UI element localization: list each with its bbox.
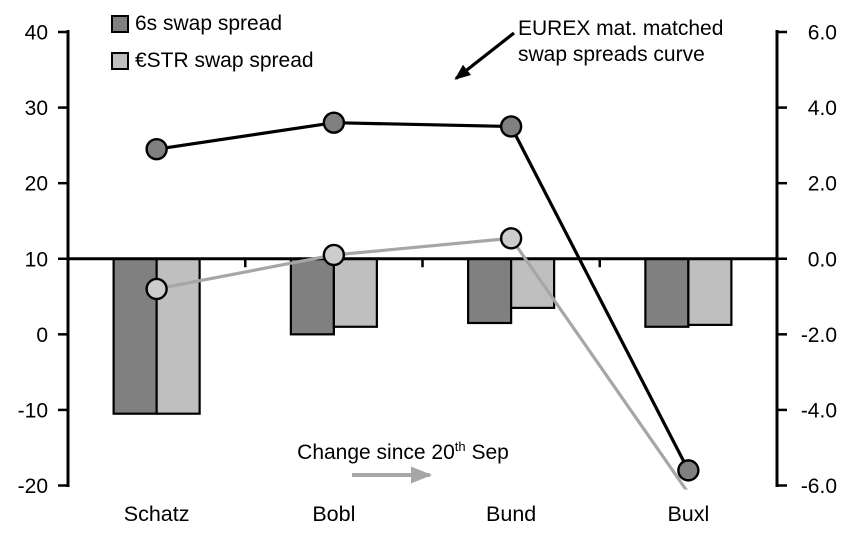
legend-label-estr: €STR swap spread [135, 49, 314, 72]
y-right-tick-label: 0.0 [808, 248, 837, 271]
y-right-tick-label: -4.0 [801, 399, 837, 422]
y-left-tick-label: 0 [36, 324, 48, 347]
x-axis-label: Buxl [667, 502, 709, 526]
bar-6s-buxl [644, 257, 690, 328]
bar-estr-bund [510, 257, 556, 309]
legend: 6s swap spread €STR swap spread [111, 12, 314, 73]
y-right-tick-label: -6.0 [801, 475, 837, 498]
line-estr [156, 236, 688, 490]
y-right-tick-label: 6.0 [808, 22, 837, 45]
bar-estr-buxl [687, 257, 733, 326]
legend-swatch-6s-icon [111, 15, 129, 33]
marker-6s-buxl [677, 459, 700, 482]
y-right-tick-label: 2.0 [808, 173, 837, 196]
bar-estr-bobl [332, 257, 378, 328]
y-right-tick-label: -2.0 [801, 324, 837, 347]
y-left-tick-label: 40 [25, 22, 48, 45]
marker-estr-bund [499, 227, 523, 250]
legend-label-6s: 6s swap spread [135, 12, 283, 35]
change-annotation-prefix: Change since 20 [297, 441, 455, 464]
marker-estr-schatz [145, 277, 168, 301]
curve-annotation-arrow-icon [454, 31, 515, 80]
x-axis-label: Bobl [312, 502, 355, 526]
line-6s [156, 121, 690, 472]
marker-6s-schatz [145, 137, 168, 161]
change-annotation-sup: th [454, 439, 466, 454]
y-left-tick-label: 30 [25, 97, 48, 120]
y-right-tick-label: 4.0 [808, 97, 837, 120]
y-left-tick-label: -20 [18, 475, 48, 498]
y-left-tick-label: 20 [25, 173, 48, 196]
change-annotation-suffix: Sep [465, 441, 509, 464]
x-axis-label: Bund [486, 502, 536, 526]
x-axis-label: Schatz [124, 502, 190, 526]
legend-swatch-estr-icon [111, 52, 129, 70]
marker-6s-bund [499, 115, 523, 138]
y-left-tick-label: 10 [25, 248, 48, 271]
marker-estr-bobl [322, 243, 346, 267]
curve-annotation: EUREX mat. matched swap spreads curve [518, 16, 723, 68]
curve-annotation-line2: swap spreads curve [518, 43, 705, 66]
legend-item-estr: €STR swap spread [111, 49, 314, 73]
change-annotation: Change since 20th Sep [283, 439, 523, 465]
marker-6s-bobl [322, 111, 346, 134]
legend-item-6s: 6s swap spread [111, 12, 314, 36]
bar-6s-bobl [289, 257, 335, 336]
curve-annotation-line1: EUREX mat. matched [518, 17, 724, 40]
y-left-tick-label: -10 [18, 399, 48, 422]
bar-6s-bund [467, 257, 513, 325]
